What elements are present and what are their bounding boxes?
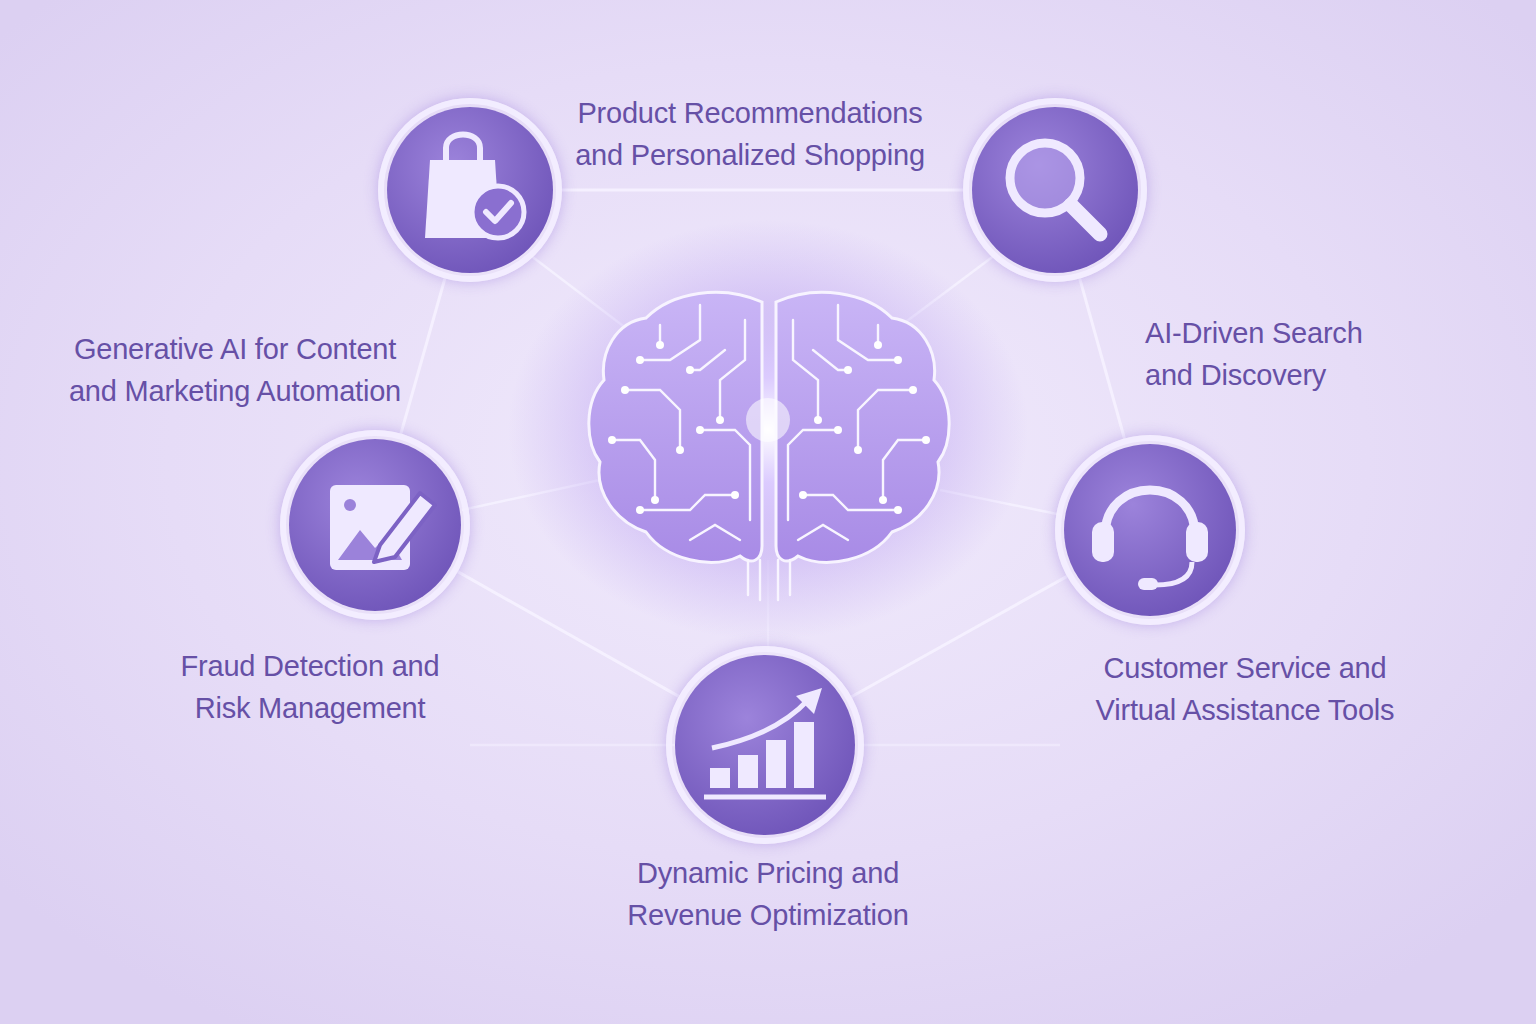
icon-circle: Product Recommendations and Personalized…: [378, 98, 562, 282]
illustration-stroke: [759, 560, 761, 600]
icon-disc: [289, 439, 461, 611]
connector-line: [562, 189, 963, 192]
illustration-stroke: [486, 203, 511, 221]
illustration-stroke: [690, 350, 725, 370]
illustration-stroke: [704, 795, 826, 800]
illustration-stroke: [700, 430, 750, 520]
illustration-stroke: [690, 525, 740, 540]
illustration-stroke: [766, 740, 786, 788]
magnifier-icon: [1010, 143, 1100, 234]
shopping-bag-icon: [425, 135, 524, 239]
node-label: Customer Service and Virtual Assistance …: [1070, 647, 1420, 731]
illustration-stroke: [696, 426, 704, 434]
illustration-stroke: [608, 436, 616, 444]
icon-circle: Customer Service and Virtual Assistance …: [1055, 435, 1245, 625]
brain-illustration: [589, 292, 949, 600]
illustration-stroke: [747, 560, 749, 595]
illustration-stroke: [446, 135, 480, 163]
illustration-stroke: [1105, 490, 1195, 535]
illustration-stroke: [344, 499, 356, 511]
connector-line: [401, 279, 445, 434]
illustration-stroke: [720, 320, 745, 420]
illustration-stroke: [858, 744, 1060, 747]
icon-discs: [289, 107, 1236, 835]
connector-line: [458, 572, 679, 697]
node-label: Dynamic Pricing and Revenue Optimization: [598, 852, 938, 936]
illustration-stroke: [640, 305, 700, 360]
illustration-stroke: [470, 744, 676, 747]
growth-chart-icon: [704, 688, 826, 797]
node-label: Product Recommendations and Personalized…: [560, 92, 940, 176]
icon-disc: [387, 107, 553, 273]
illustration-stroke: [472, 186, 524, 238]
connector-line: [851, 576, 1067, 696]
circuit-nodes: [608, 341, 739, 514]
illustration-stroke: [738, 755, 758, 788]
illustration-stroke: [1138, 578, 1158, 590]
illustration-stroke: [636, 506, 644, 514]
illustration-stroke: [589, 292, 762, 600]
icon-disc: [675, 655, 855, 835]
circuit-traces: [612, 305, 760, 600]
illustration-stroke: [636, 356, 644, 364]
edit-image-icon: [330, 485, 435, 570]
illustration-stroke: [612, 440, 655, 500]
illustration-stroke: [794, 722, 814, 788]
illustration-stroke: [716, 416, 724, 424]
illustration-stroke: [796, 688, 822, 714]
illustration-stroke: [1092, 522, 1114, 562]
illustration-stroke: [712, 700, 808, 748]
illustration-stroke: [1071, 205, 1100, 234]
brain-hemisphere-right: [776, 292, 949, 600]
illustration-stroke: [710, 768, 730, 788]
illustration-stroke: [651, 496, 659, 504]
icon-circle: AI-Driven Search and Discovery: [963, 98, 1147, 282]
connector-line: [1080, 279, 1125, 439]
illustration-stroke: [640, 495, 735, 510]
illustration-stroke: [621, 386, 629, 394]
node-label: AI-Driven Search and Discovery: [1145, 312, 1415, 396]
icon-circle: Dynamic Pricing and Revenue Optimization: [666, 646, 864, 844]
illustration-stroke: [1155, 562, 1192, 585]
headset-icon: [1092, 490, 1208, 590]
icon-disc: [1064, 444, 1236, 616]
node-label: Generative AI for Content and Marketing …: [60, 328, 410, 412]
icon-disc: [972, 107, 1138, 273]
brain-glow: [508, 220, 1028, 640]
illustration-stroke: [686, 366, 694, 374]
illustration-stroke: [374, 493, 435, 562]
illustration-stroke: [656, 341, 664, 349]
icon-circle: Generative AI for Content and Marketing …: [280, 430, 470, 620]
illustration-stroke: [731, 491, 739, 499]
illustration-stroke: [1186, 522, 1208, 562]
brain-core-glow: [746, 398, 790, 442]
illustration-stroke: [676, 446, 684, 454]
brain-hemisphere: [589, 292, 762, 562]
category-label: Fraud Detection and Risk Management: [150, 645, 470, 729]
